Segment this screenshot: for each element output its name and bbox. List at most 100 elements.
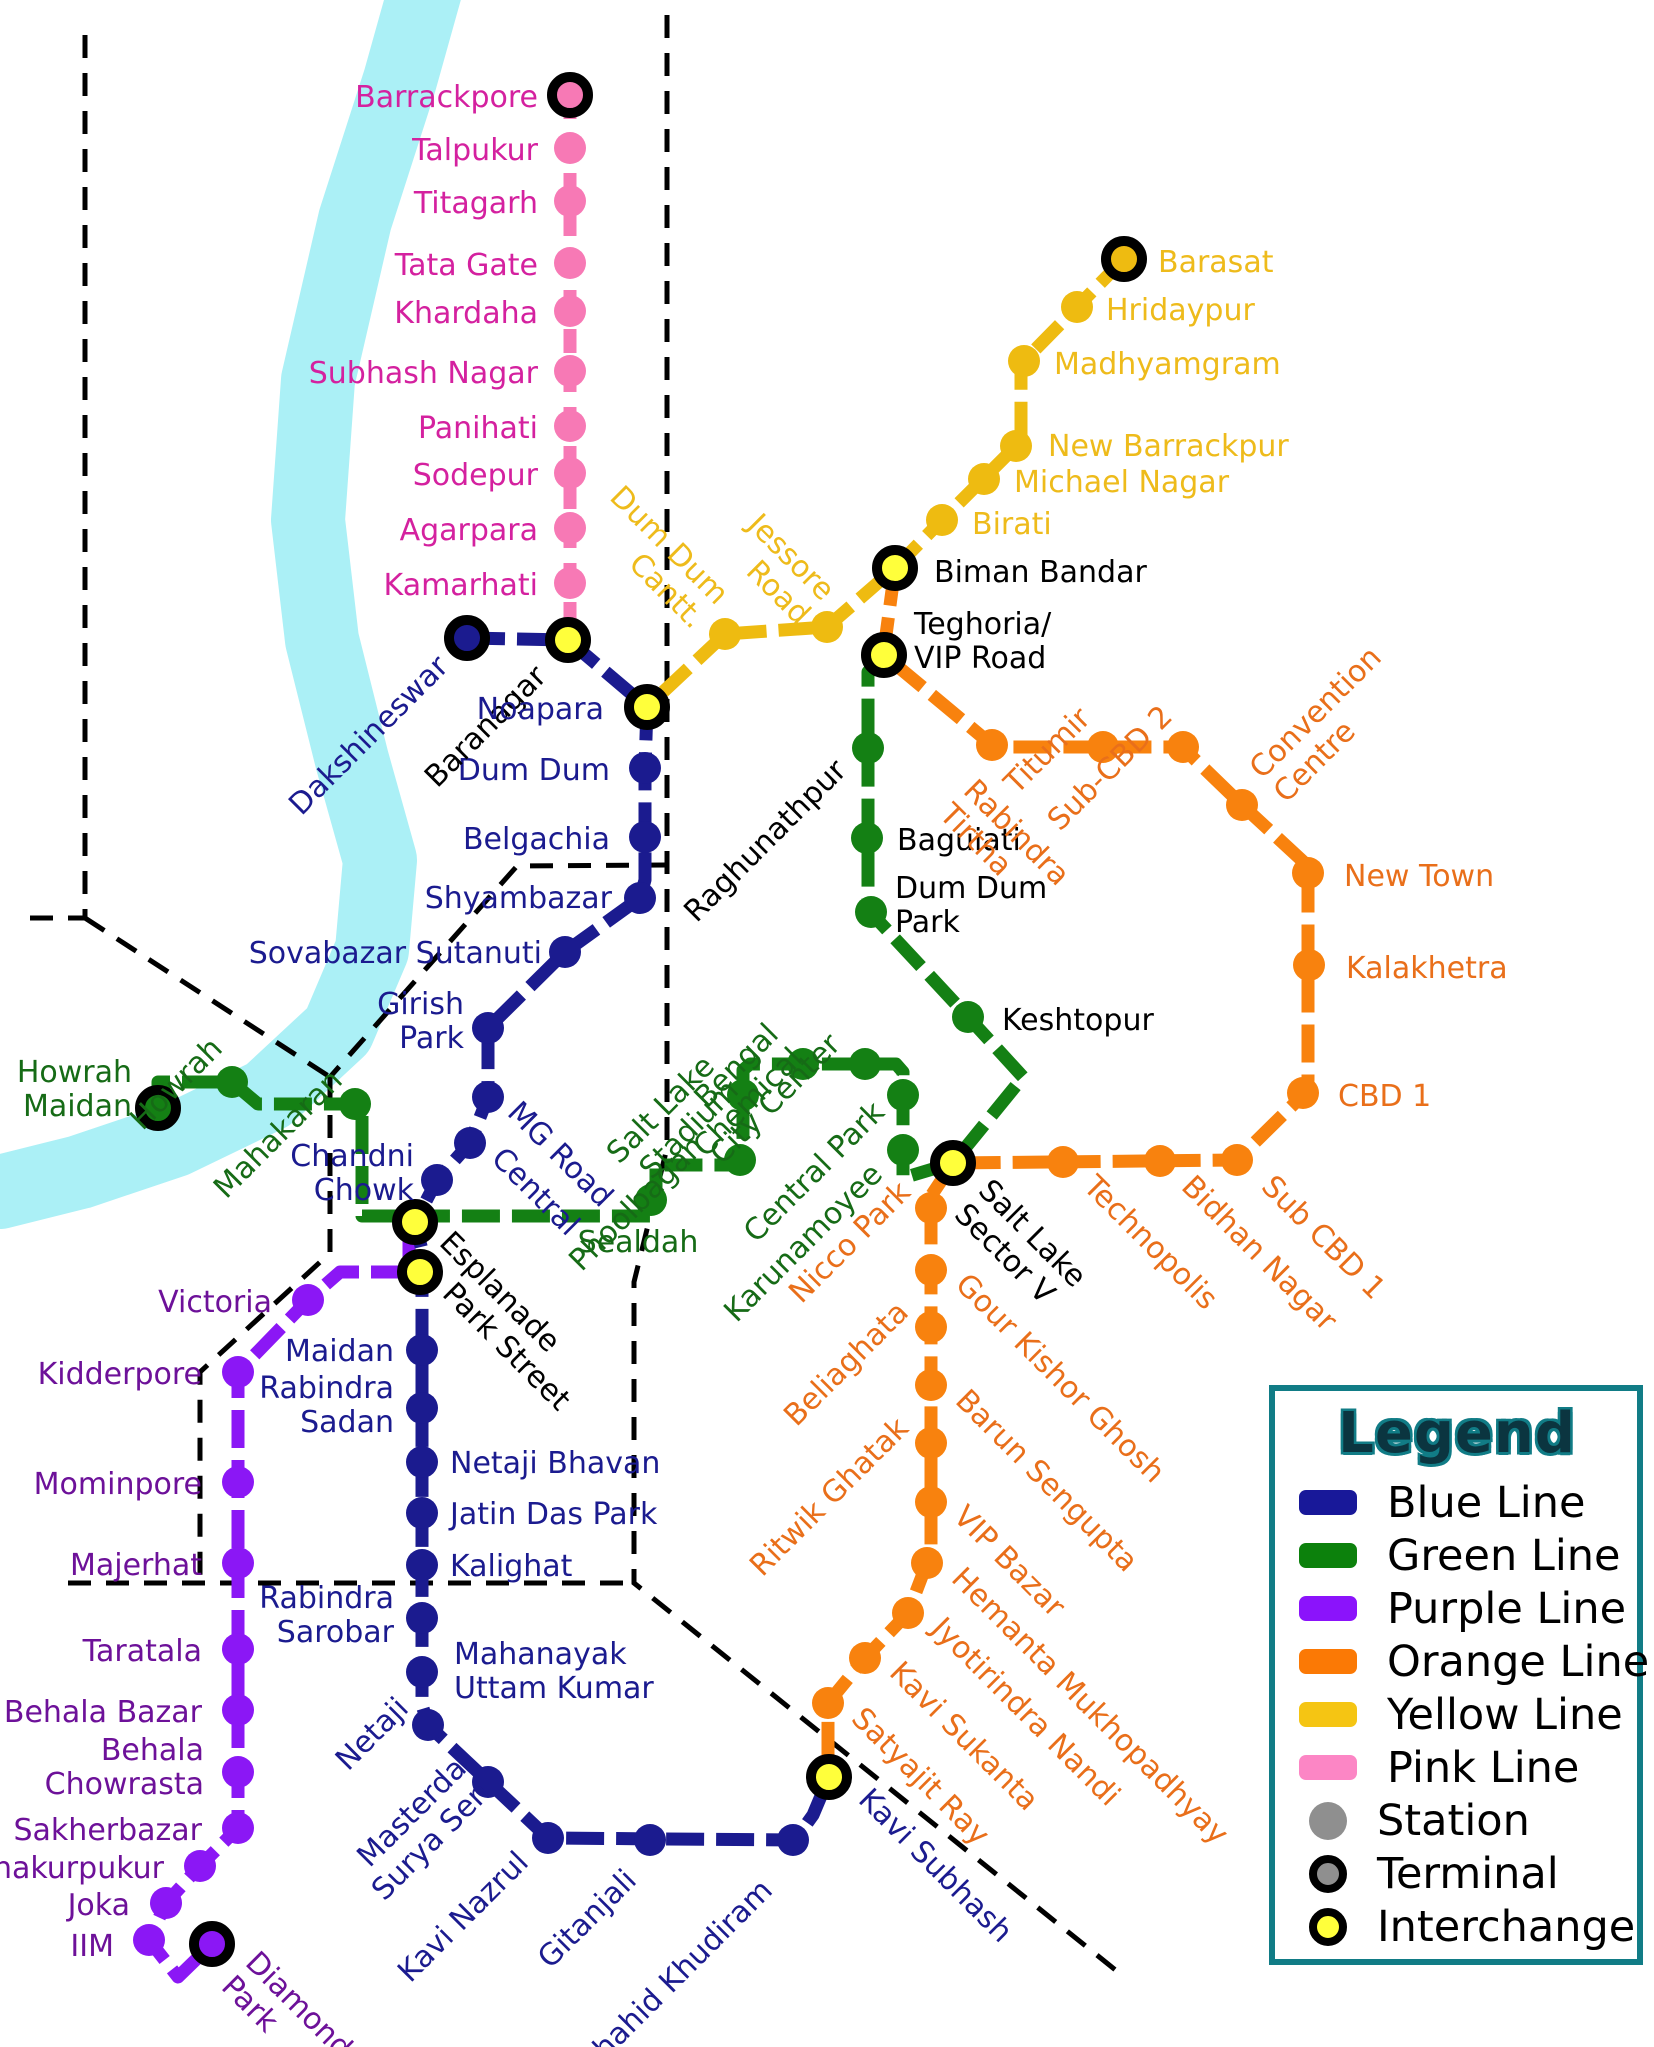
- station-label: Victoria: [158, 1285, 272, 1320]
- svg-text:Dum Dum: Dum Dum: [458, 753, 610, 788]
- station-dot: [412, 1709, 444, 1741]
- station-dot: [406, 1334, 438, 1366]
- station-dot: [1226, 789, 1258, 821]
- station-dot: [724, 1144, 756, 1176]
- svg-text:Barasat: Barasat: [1158, 245, 1274, 280]
- station-dot: [976, 729, 1008, 761]
- svg-text:Ritwik Ghatak: Ritwik Ghatak: [743, 1410, 916, 1583]
- legend-item-orange-line: Orange Line: [1299, 1635, 1649, 1688]
- station-dot: [1087, 731, 1119, 763]
- station-dot: [851, 822, 883, 854]
- svg-text:DiamondPark: DiamondPark: [214, 1945, 359, 2047]
- station-dot: [472, 1081, 504, 1113]
- yellow-line: [642, 254, 1129, 712]
- svg-text:Panihati: Panihati: [418, 411, 538, 446]
- station-label: Sealdah: [578, 1225, 699, 1260]
- station-label: Sodepur: [413, 458, 539, 493]
- station-label: New Town: [1344, 859, 1494, 894]
- svg-text:Keshtopur: Keshtopur: [1002, 1003, 1154, 1038]
- station-label: Sovabazar Sutanuti: [249, 936, 542, 971]
- station-dot: [292, 1284, 324, 1316]
- legend-item-label: Station: [1377, 1795, 1530, 1846]
- svg-text:Gitanjali: Gitanjali: [531, 1863, 644, 1976]
- station-label: Titagarh: [413, 186, 538, 221]
- interchange-dot: [806, 1754, 852, 1800]
- svg-text:Majerhat: Majerhat: [70, 1548, 202, 1583]
- station-dot: [554, 512, 586, 544]
- station-dot: [855, 896, 887, 928]
- station-label: Tata Gate: [394, 248, 538, 283]
- svg-text:Kalighat: Kalighat: [450, 1549, 573, 1584]
- station-dot: [1221, 1144, 1253, 1176]
- station-marker-icon: [1309, 1801, 1347, 1840]
- station-label: Kalakhetra: [1346, 951, 1508, 986]
- station-label: Sakherbazar: [14, 1813, 203, 1848]
- terminal-dot: [1101, 236, 1147, 282]
- station-dot: [624, 882, 656, 914]
- station-label: CBD 1: [1338, 1079, 1431, 1114]
- station-dot: [222, 1466, 254, 1498]
- station-label: Beliaghata: [777, 1295, 915, 1433]
- station-label: Joka: [66, 1888, 130, 1923]
- svg-text:Jatin Das Park: Jatin Das Park: [448, 1497, 658, 1532]
- station-dot: [339, 1088, 371, 1120]
- svg-text:Kavi Sukanta: Kavi Sukanta: [882, 1655, 1045, 1818]
- interchange-dot: [624, 684, 670, 730]
- legend-item-label: Pink Line: [1387, 1742, 1580, 1793]
- station-dot: [222, 1694, 254, 1726]
- svg-text:Belgachia: Belgachia: [463, 822, 610, 857]
- svg-text:Beliaghata: Beliaghata: [777, 1295, 915, 1433]
- station-dot: [421, 1164, 453, 1196]
- station-label: Biman Bandar: [934, 555, 1147, 590]
- station-label: Birati: [972, 507, 1052, 542]
- green-line: [151, 1057, 955, 1223]
- svg-text:Joka: Joka: [66, 1888, 130, 1923]
- station-dot: [472, 1766, 504, 1798]
- station-dot: [406, 1392, 438, 1424]
- station-label: Dum Dum: [458, 753, 610, 788]
- station-dot: [554, 295, 586, 327]
- terminal-marker-icon: [1309, 1854, 1347, 1893]
- svg-text:Taratala: Taratala: [82, 1634, 202, 1669]
- station-dot: [472, 1012, 504, 1044]
- station-dot: [406, 1602, 438, 1634]
- district-boundary-line: [197, 1077, 333, 1583]
- station-dot: [915, 1192, 947, 1224]
- svg-text:Gour Kishor Ghosh: Gour Kishor Ghosh: [948, 1267, 1171, 1490]
- station-dot: [554, 567, 586, 599]
- legend-item-label: Blue Line: [1387, 1477, 1586, 1528]
- station-dot: [554, 457, 586, 489]
- svg-text:Subhash Nagar: Subhash Nagar: [309, 356, 539, 391]
- station-dot: [787, 1048, 819, 1080]
- legend-item-pink-line: Pink Line: [1299, 1741, 1615, 1794]
- station-dot: [554, 185, 586, 217]
- svg-text:Biman Bandar: Biman Bandar: [934, 555, 1147, 590]
- svg-text:Madhyamgram: Madhyamgram: [1054, 347, 1281, 382]
- station-dot: [1287, 1077, 1319, 1109]
- station-dot: [1167, 731, 1199, 763]
- svg-text:Michael Nagar: Michael Nagar: [1014, 465, 1230, 500]
- svg-text:Sodepur: Sodepur: [413, 458, 539, 493]
- station-dot: [915, 1254, 947, 1286]
- interchange-dot: [397, 1249, 443, 1295]
- terminal-dot: [189, 1921, 235, 1967]
- station-dot: [406, 1656, 438, 1688]
- station-label: Subhash Nagar: [309, 356, 539, 391]
- svg-text:New Barrackpur: New Barrackpur: [1048, 429, 1289, 464]
- station-label: IIM: [70, 1929, 114, 1964]
- legend-item-purple-line: Purple Line: [1299, 1582, 1626, 1635]
- station-label: Netaji: [329, 1691, 416, 1778]
- station-dot: [150, 1887, 182, 1919]
- station-label: Khardaha: [394, 296, 538, 331]
- station-label: Kamarhati: [384, 568, 538, 603]
